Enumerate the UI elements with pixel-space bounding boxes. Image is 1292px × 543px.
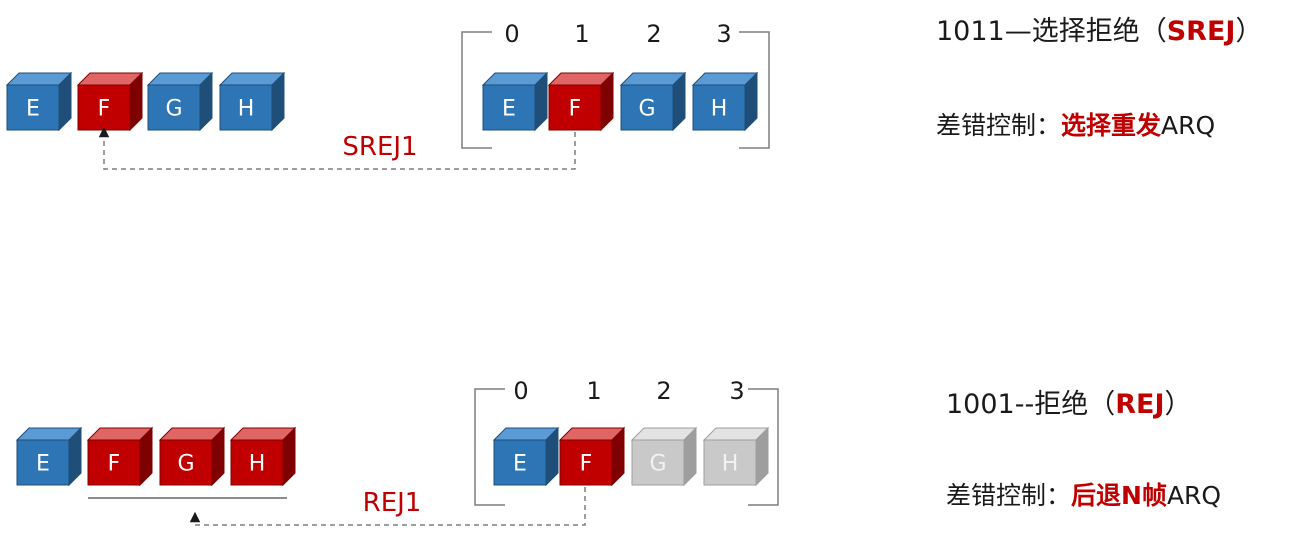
srej-sender-frame-g: G — [146, 71, 214, 132]
rej-sender-frame-h: H — [229, 426, 297, 487]
rej-title-highlight: REJ — [1115, 389, 1165, 420]
srej-window-frame-g: G — [619, 71, 687, 132]
rej-desc-suffix: ARQ — [1166, 481, 1222, 510]
srej-window-frame-h: H — [691, 71, 759, 132]
srej-window-frame-e: E — [481, 71, 549, 132]
srej-desc-suffix: ARQ — [1161, 111, 1216, 140]
cube-front — [87, 439, 141, 486]
cube-front — [159, 439, 213, 486]
cube-front — [482, 84, 536, 131]
frame-label: G — [177, 452, 194, 477]
srej-arrow-label: SREJ1 — [342, 132, 417, 162]
rej-title-prefix: 1001--拒绝（ — [946, 389, 1116, 420]
frame-label: G — [638, 97, 655, 122]
cube-front — [493, 439, 547, 486]
srej-sender-frame-h: H — [218, 71, 286, 132]
frame-label: G — [649, 452, 666, 477]
cube-front — [6, 84, 60, 131]
rej-feedback-arrow — [189, 487, 586, 526]
srej-sender-frame-f: F — [76, 71, 144, 132]
srej-sender-frame-e: E — [5, 71, 73, 132]
srej-window-frame-f: F — [547, 71, 615, 132]
rej-window-right-bracket — [748, 388, 779, 506]
frame-label: F — [98, 97, 111, 122]
srej-window-index-0: 0 — [504, 20, 519, 48]
rej-arrow-label: REJ1 — [363, 488, 422, 518]
srej-window-index-2: 2 — [646, 20, 661, 48]
rej-desc-prefix: 差错控制： — [946, 481, 1072, 510]
srej-window-index-3: 3 — [716, 20, 731, 48]
frame-label: F — [569, 97, 582, 122]
rej-window-index-1: 1 — [586, 377, 601, 405]
cube-front — [147, 84, 201, 131]
rej-window-index-3: 3 — [729, 377, 744, 405]
rej-window-frame-h: H — [702, 426, 770, 487]
rej-window-index-0: 0 — [513, 377, 528, 405]
rej-window-frame-e: E — [492, 426, 560, 487]
frame-label: H — [722, 452, 739, 477]
rej-sender-frame-e: E — [15, 426, 83, 487]
rej-title: 1001--拒绝（REJ） — [946, 391, 1191, 418]
frame-label: F — [580, 452, 593, 477]
srej-desc-highlight: 选择重发 — [1061, 111, 1162, 140]
cube-front — [548, 84, 602, 131]
srej-window-index-1: 1 — [574, 20, 589, 48]
cube-front — [703, 439, 757, 486]
rej-description: 差错控制：后退N帧ARQ — [946, 483, 1221, 508]
rej-desc-highlight: 后退N帧 — [1071, 481, 1167, 510]
srej-title-highlight: SREJ — [1166, 16, 1236, 47]
cube-front — [219, 84, 273, 131]
frame-label: G — [165, 97, 182, 122]
cube-front — [620, 84, 674, 131]
srej-title-suffix: ） — [1235, 16, 1263, 47]
cube-front — [559, 439, 613, 486]
frame-label: H — [238, 97, 255, 122]
cube-front — [230, 439, 284, 486]
frame-label: H — [249, 452, 266, 477]
rej-window-frame-f: F — [558, 426, 626, 487]
rej-window-frame-g: G — [630, 426, 698, 487]
cube-front — [692, 84, 746, 131]
srej-window-right-bracket — [739, 31, 770, 149]
rej-title-suffix: ） — [1164, 389, 1192, 420]
frame-label: E — [26, 97, 40, 122]
frame-label: E — [502, 97, 516, 122]
srej-title-prefix: 1011—选择拒绝（ — [936, 16, 1167, 47]
frame-label: E — [36, 452, 50, 477]
srej-desc-prefix: 差错控制： — [936, 111, 1062, 140]
srej-window-left-bracket — [461, 31, 492, 149]
frame-label: H — [711, 97, 728, 122]
frame-label: E — [513, 452, 527, 477]
cube-front — [16, 439, 70, 486]
srej-feedback-arrow — [98, 126, 576, 170]
srej-description: 差错控制：选择重发ARQ — [936, 113, 1215, 138]
frame-label: F — [108, 452, 121, 477]
cube-front — [77, 84, 131, 131]
rej-sender-frame-f: F — [86, 426, 154, 487]
rej-window-left-bracket — [474, 388, 505, 506]
rej-sender-frame-g: G — [158, 426, 226, 487]
rej-window-index-2: 2 — [656, 377, 671, 405]
cube-front — [631, 439, 685, 486]
srej-title: 1011—选择拒绝（SREJ） — [936, 18, 1262, 45]
